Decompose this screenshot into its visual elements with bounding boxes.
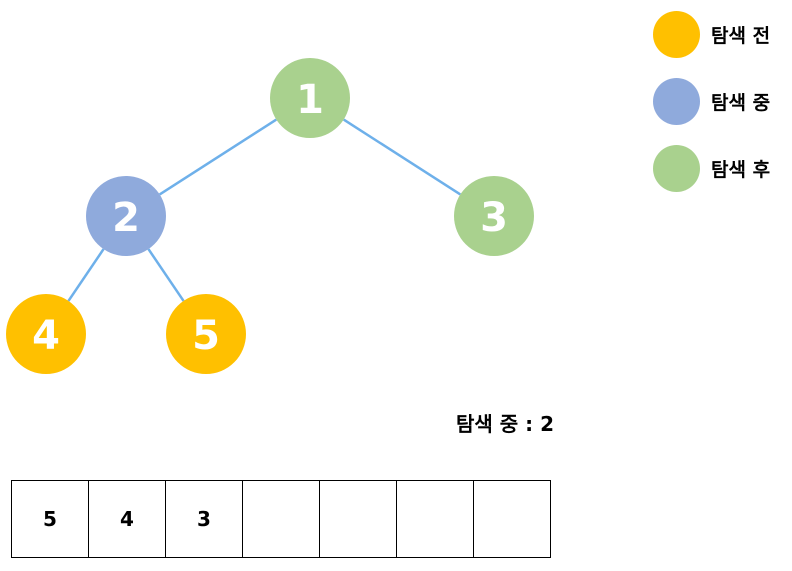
queue-cell <box>320 481 397 557</box>
tree-node-circle <box>6 294 86 374</box>
legend-label-before: 탐색 전 <box>711 24 771 47</box>
tree-node-label: 3 <box>480 195 508 241</box>
tree-node-circle <box>86 176 166 256</box>
tree-node-circle <box>166 294 246 374</box>
queue-cell <box>397 481 474 557</box>
legend-item-visiting: 탐색 중 <box>653 77 770 125</box>
queue: 5 4 3 <box>11 480 551 558</box>
tree-node-3: 3 <box>454 176 534 256</box>
legend-item-before: 탐색 전 <box>653 10 770 58</box>
tree-node-5: 5 <box>166 294 246 374</box>
queue-cell: 3 <box>166 481 243 557</box>
legend-dot-after <box>653 144 700 192</box>
tree-edge-2-4 <box>67 248 105 302</box>
tree-node-label: 2 <box>112 195 140 241</box>
tree-edge-1-2 <box>158 118 278 196</box>
tree-node-2: 2 <box>86 176 166 256</box>
legend-label-after: 탐색 후 <box>711 158 771 181</box>
tree-edge-2-5 <box>147 248 185 302</box>
current-visit-status: 탐색 중 : 2 <box>455 412 554 436</box>
tree-node-label: 1 <box>296 77 324 123</box>
legend-item-after: 탐색 후 <box>653 144 770 192</box>
legend-label-visiting: 탐색 중 <box>711 91 771 114</box>
queue-cell: 5 <box>12 481 89 557</box>
legend-dot-visiting <box>653 77 700 125</box>
tree-node-circle <box>454 176 534 256</box>
tree-edge-1-3 <box>342 118 462 196</box>
queue-cell: 4 <box>89 481 166 557</box>
tree-node-1: 1 <box>270 58 350 138</box>
tree-node-label: 4 <box>32 313 60 359</box>
tree-node-label: 5 <box>192 313 220 359</box>
queue-cell <box>474 481 551 557</box>
tree-nodes: 1 2 3 4 5 <box>6 58 534 374</box>
legend: 탐색 전 탐색 중 탐색 후 <box>653 10 770 211</box>
queue-cell <box>243 481 320 557</box>
legend-dot-before <box>653 10 700 58</box>
tree-node-circle <box>270 58 350 138</box>
tree-node-4: 4 <box>6 294 86 374</box>
tree-edges <box>67 118 462 302</box>
